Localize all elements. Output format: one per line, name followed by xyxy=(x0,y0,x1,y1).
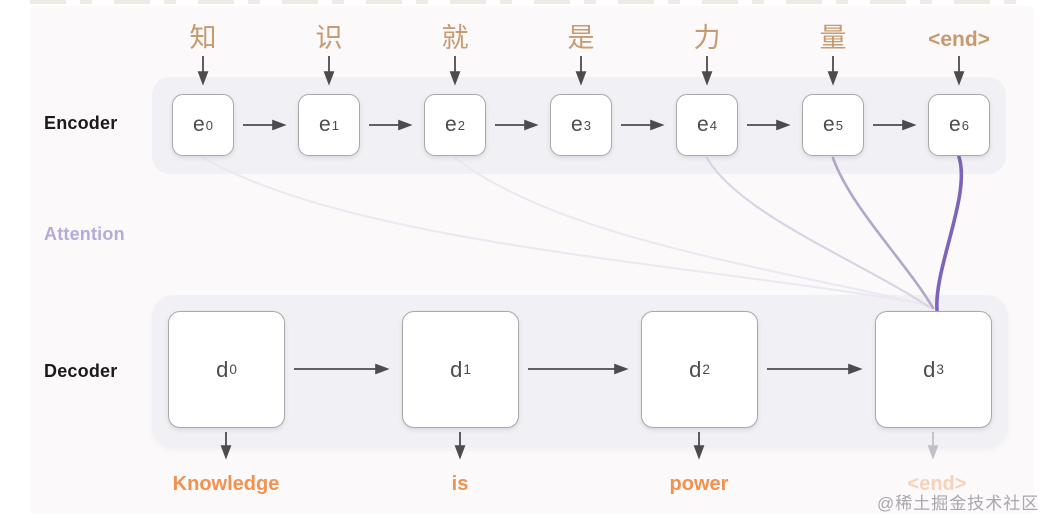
source-token-2: 就 xyxy=(441,23,469,53)
output-token-3: <end> xyxy=(907,473,967,495)
attention-curve-e6-to-d3 xyxy=(935,155,964,312)
decoder-row-strip xyxy=(152,295,1008,447)
output-token-0: Knowledge xyxy=(172,473,280,495)
attention-curve-e0-to-d3 xyxy=(202,157,926,305)
attention-curve-e5-to-d3 xyxy=(831,156,935,310)
output-token-2: power xyxy=(669,473,729,495)
attention-label: Attention xyxy=(44,224,125,244)
source-token-6: <end> xyxy=(928,28,990,51)
decoder-label: Decoder xyxy=(44,361,118,381)
encoder-label: Encoder xyxy=(44,113,118,133)
attention-curve-e4-to-d3 xyxy=(705,156,931,309)
source-token-3: 是 xyxy=(567,23,595,53)
source-token-5: 量 xyxy=(819,23,847,53)
output-token-1: is xyxy=(451,473,469,495)
source-token-4: 力 xyxy=(693,23,721,53)
source-token-0: 知 xyxy=(189,23,217,53)
attention-curve-e2-to-d3 xyxy=(454,157,928,306)
cropped-top-dashes xyxy=(30,0,1034,4)
watermark: @稀土掘金技术社区 xyxy=(877,494,1040,513)
source-token-1: 识 xyxy=(315,23,343,53)
